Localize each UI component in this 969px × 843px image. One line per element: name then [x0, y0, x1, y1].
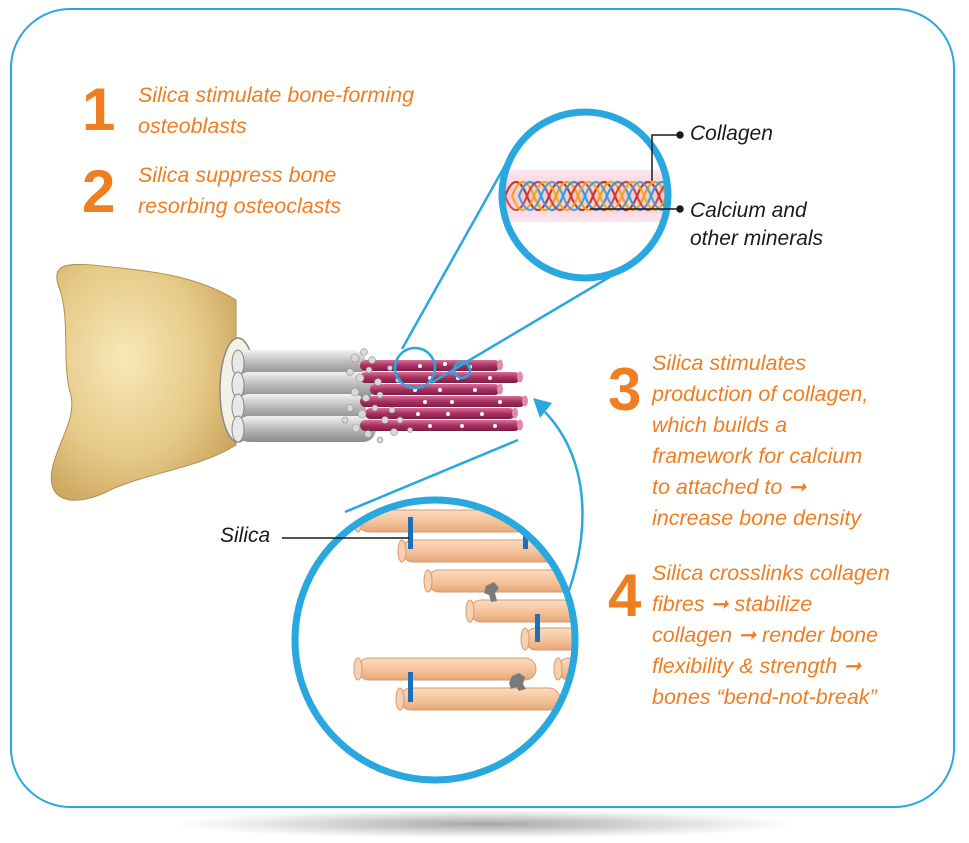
step-3-number: 3 — [608, 356, 642, 423]
silica-label: Silica — [220, 524, 271, 547]
collagen-helix-zoom — [498, 108, 672, 282]
step-2-text: Silica suppress bone resorbing osteoclas… — [138, 163, 342, 218]
mineral-dots — [413, 362, 502, 428]
step-2-number: 2 — [82, 158, 116, 225]
collagen-label: Collagen — [690, 122, 773, 145]
magnify-marker-large — [393, 346, 437, 390]
bone-rods-grey — [231, 349, 376, 443]
step-4-number: 4 — [608, 562, 642, 629]
step-1-number: 1 — [82, 76, 116, 143]
crosslinked-fibres-zoom — [291, 496, 579, 784]
step-1-text: Silica stimulate bone-forming osteoblast… — [138, 83, 415, 138]
step-3-text: Silica stimulates production of collagen… — [652, 351, 869, 530]
bone-end — [50, 263, 257, 501]
calcium-leader — [590, 205, 684, 213]
calcium-minerals-label: Calcium and other minerals — [690, 199, 824, 250]
arrow-head — [533, 398, 552, 418]
frame-shadow — [180, 810, 790, 838]
step-4-text: Silica crosslinks collagen fibres ➞ stab… — [652, 561, 890, 709]
collagen-leader — [651, 131, 684, 181]
